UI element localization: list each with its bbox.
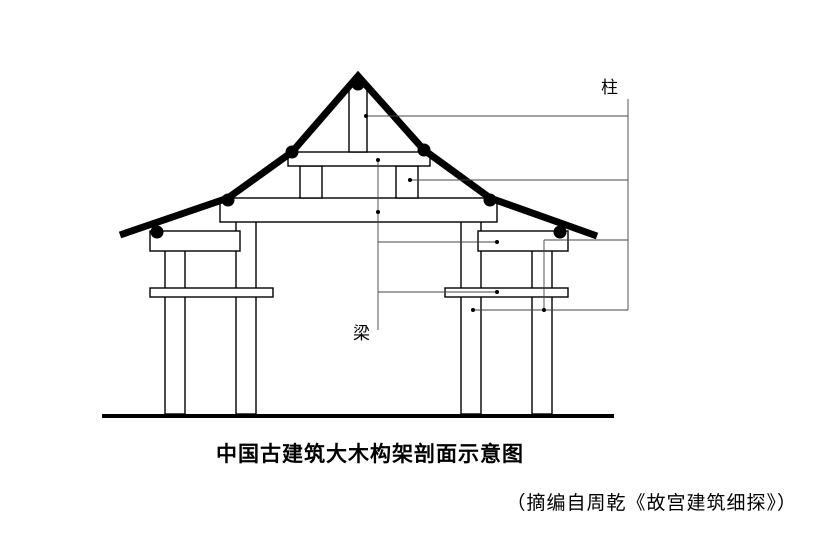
right-lower-tie-beam	[444, 287, 569, 298]
diagram-title: 中国古建筑大木构架剖面示意图	[216, 442, 524, 466]
purlin	[351, 77, 365, 91]
purlin	[221, 193, 235, 207]
leader-dot	[408, 178, 412, 182]
right-eave-beam	[477, 230, 569, 252]
leader-dot	[542, 308, 546, 312]
left-eave-beam	[149, 230, 241, 252]
purlin	[483, 193, 497, 207]
beam-label: 梁	[353, 324, 370, 344]
left-outer-column	[164, 249, 186, 415]
ground-line	[102, 414, 614, 418]
king-post	[348, 85, 368, 153]
left-strut	[299, 165, 323, 199]
leader-dot	[376, 210, 380, 214]
diagram-source: （摘编自周乾《故宫建筑细探》）	[506, 492, 797, 514]
leader-dot	[376, 158, 380, 162]
leader-dot	[495, 240, 499, 244]
purlin	[285, 145, 299, 159]
left-lower-tie-beam	[149, 287, 274, 298]
column-label: 柱	[601, 78, 618, 98]
purlin	[553, 225, 567, 239]
right-strut	[395, 165, 419, 199]
leader-dot	[471, 308, 475, 312]
purlin	[150, 225, 164, 239]
purlin	[417, 143, 431, 157]
right-outer-column	[531, 249, 553, 415]
main-beam	[219, 197, 498, 223]
leader-dot	[364, 114, 368, 118]
leader-dot	[495, 290, 499, 294]
upper-beam	[287, 151, 431, 167]
